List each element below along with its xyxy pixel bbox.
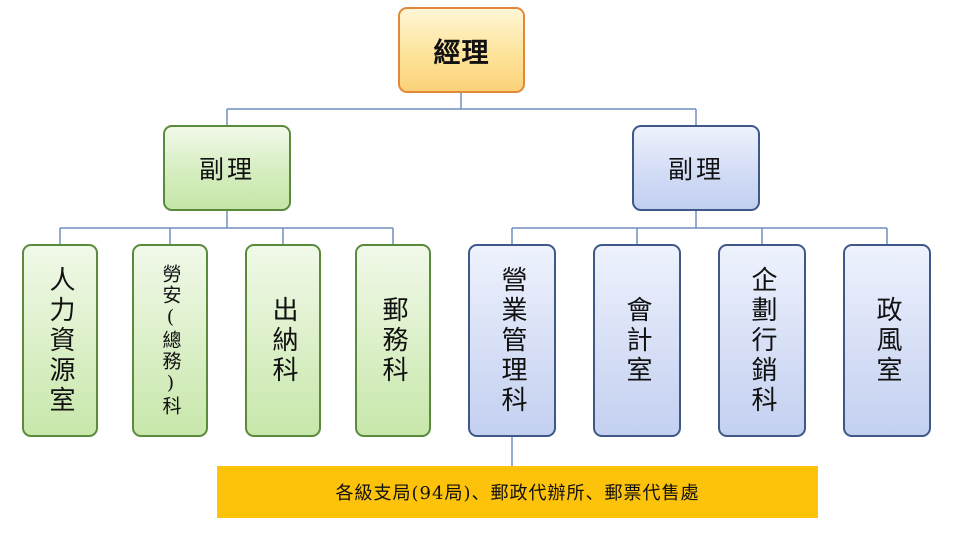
general-manager-box: 經理 xyxy=(398,7,525,93)
unit-human-resources: 人力資源室 xyxy=(22,244,98,437)
unit-label: 政風室 xyxy=(872,295,902,386)
unit-accounting: 會計室 xyxy=(593,244,681,437)
branch-offices-bar: 各級支局(94局)、郵政代辦所、郵票代售處 xyxy=(217,466,818,518)
unit-labor-safety-general-affairs: 勞安(總務)科 xyxy=(132,244,208,437)
unit-business-management: 營業管理科 xyxy=(468,244,556,437)
unit-postal-affairs: 郵務科 xyxy=(355,244,431,437)
unit-label: 會計室 xyxy=(622,295,652,386)
unit-label: 人力資源室 xyxy=(45,265,75,416)
deputy-manager-right-box: 副理 xyxy=(632,125,760,211)
deputy-manager-left-label: 副理 xyxy=(198,155,255,184)
deputy-manager-right-label: 副理 xyxy=(667,155,724,184)
unit-label: 出納科 xyxy=(268,295,298,386)
branch-offices-label: 各級支局(94局)、郵政代辦所、郵票代售處 xyxy=(335,483,700,504)
unit-label: 郵務科 xyxy=(378,295,408,386)
unit-label: 營業管理科 xyxy=(497,265,527,416)
general-manager-label: 經理 xyxy=(433,37,490,69)
unit-civil-service-ethics: 政風室 xyxy=(843,244,931,437)
unit-planning-marketing: 企劃行銷科 xyxy=(718,244,806,437)
deputy-manager-left-box: 副理 xyxy=(163,125,291,211)
unit-label: 勞安(總務)科 xyxy=(159,264,182,417)
unit-cashier: 出納科 xyxy=(245,244,321,437)
unit-label: 企劃行銷科 xyxy=(747,265,777,416)
